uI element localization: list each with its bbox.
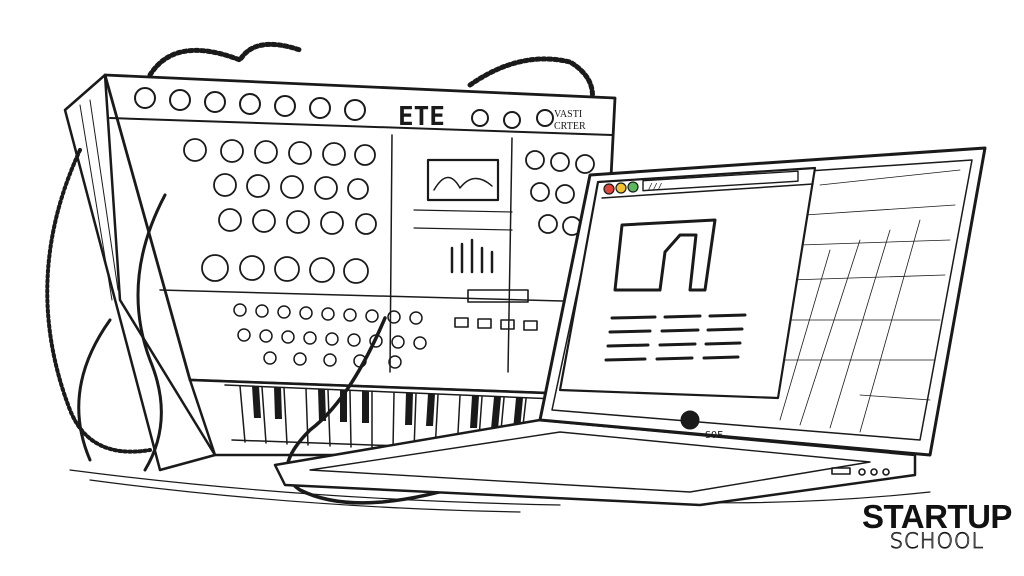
laptop-ports: [831, 467, 890, 476]
synth-panel-label-1: VASTI: [554, 109, 582, 120]
address-bar: [642, 170, 799, 192]
synthesizer: ETE VASTI CRTER: [45, 41, 692, 505]
brand-line-startup: STARTUP: [862, 498, 1012, 535]
synth-display: [413, 158, 513, 274]
arch-logo-icon: [613, 218, 717, 292]
browser-window: ///: [558, 166, 817, 400]
traffic-light-close: [603, 183, 615, 195]
browser-frame: [558, 166, 817, 400]
brand-line-school: SCHOOL: [889, 529, 985, 553]
button-row: [454, 289, 538, 331]
knob-grid-left: [183, 138, 377, 284]
startup-school-logo: STARTUP SCHOOL: [862, 500, 1012, 552]
side-cable-loop: [45, 148, 152, 454]
laptop-logo-badge: [680, 410, 700, 430]
synth-panel-label-2: CRTER: [554, 121, 586, 132]
screen-glare-hatching: [779, 169, 961, 433]
traffic-light-minimize: [615, 182, 627, 194]
traffic-light-maximize: [627, 181, 639, 193]
laptop-badge-text: SOF: [705, 430, 723, 441]
back-cable-right: [467, 56, 595, 113]
address-bar-text: ///: [648, 182, 663, 191]
top-knob-row: [134, 87, 554, 129]
black-keys: [252, 386, 523, 430]
back-cable-left: [147, 41, 303, 78]
laptop: /// SOF: [273, 146, 987, 507]
synth-panel-logo: ETE: [398, 102, 445, 132]
page-text-lines: [604, 313, 747, 362]
